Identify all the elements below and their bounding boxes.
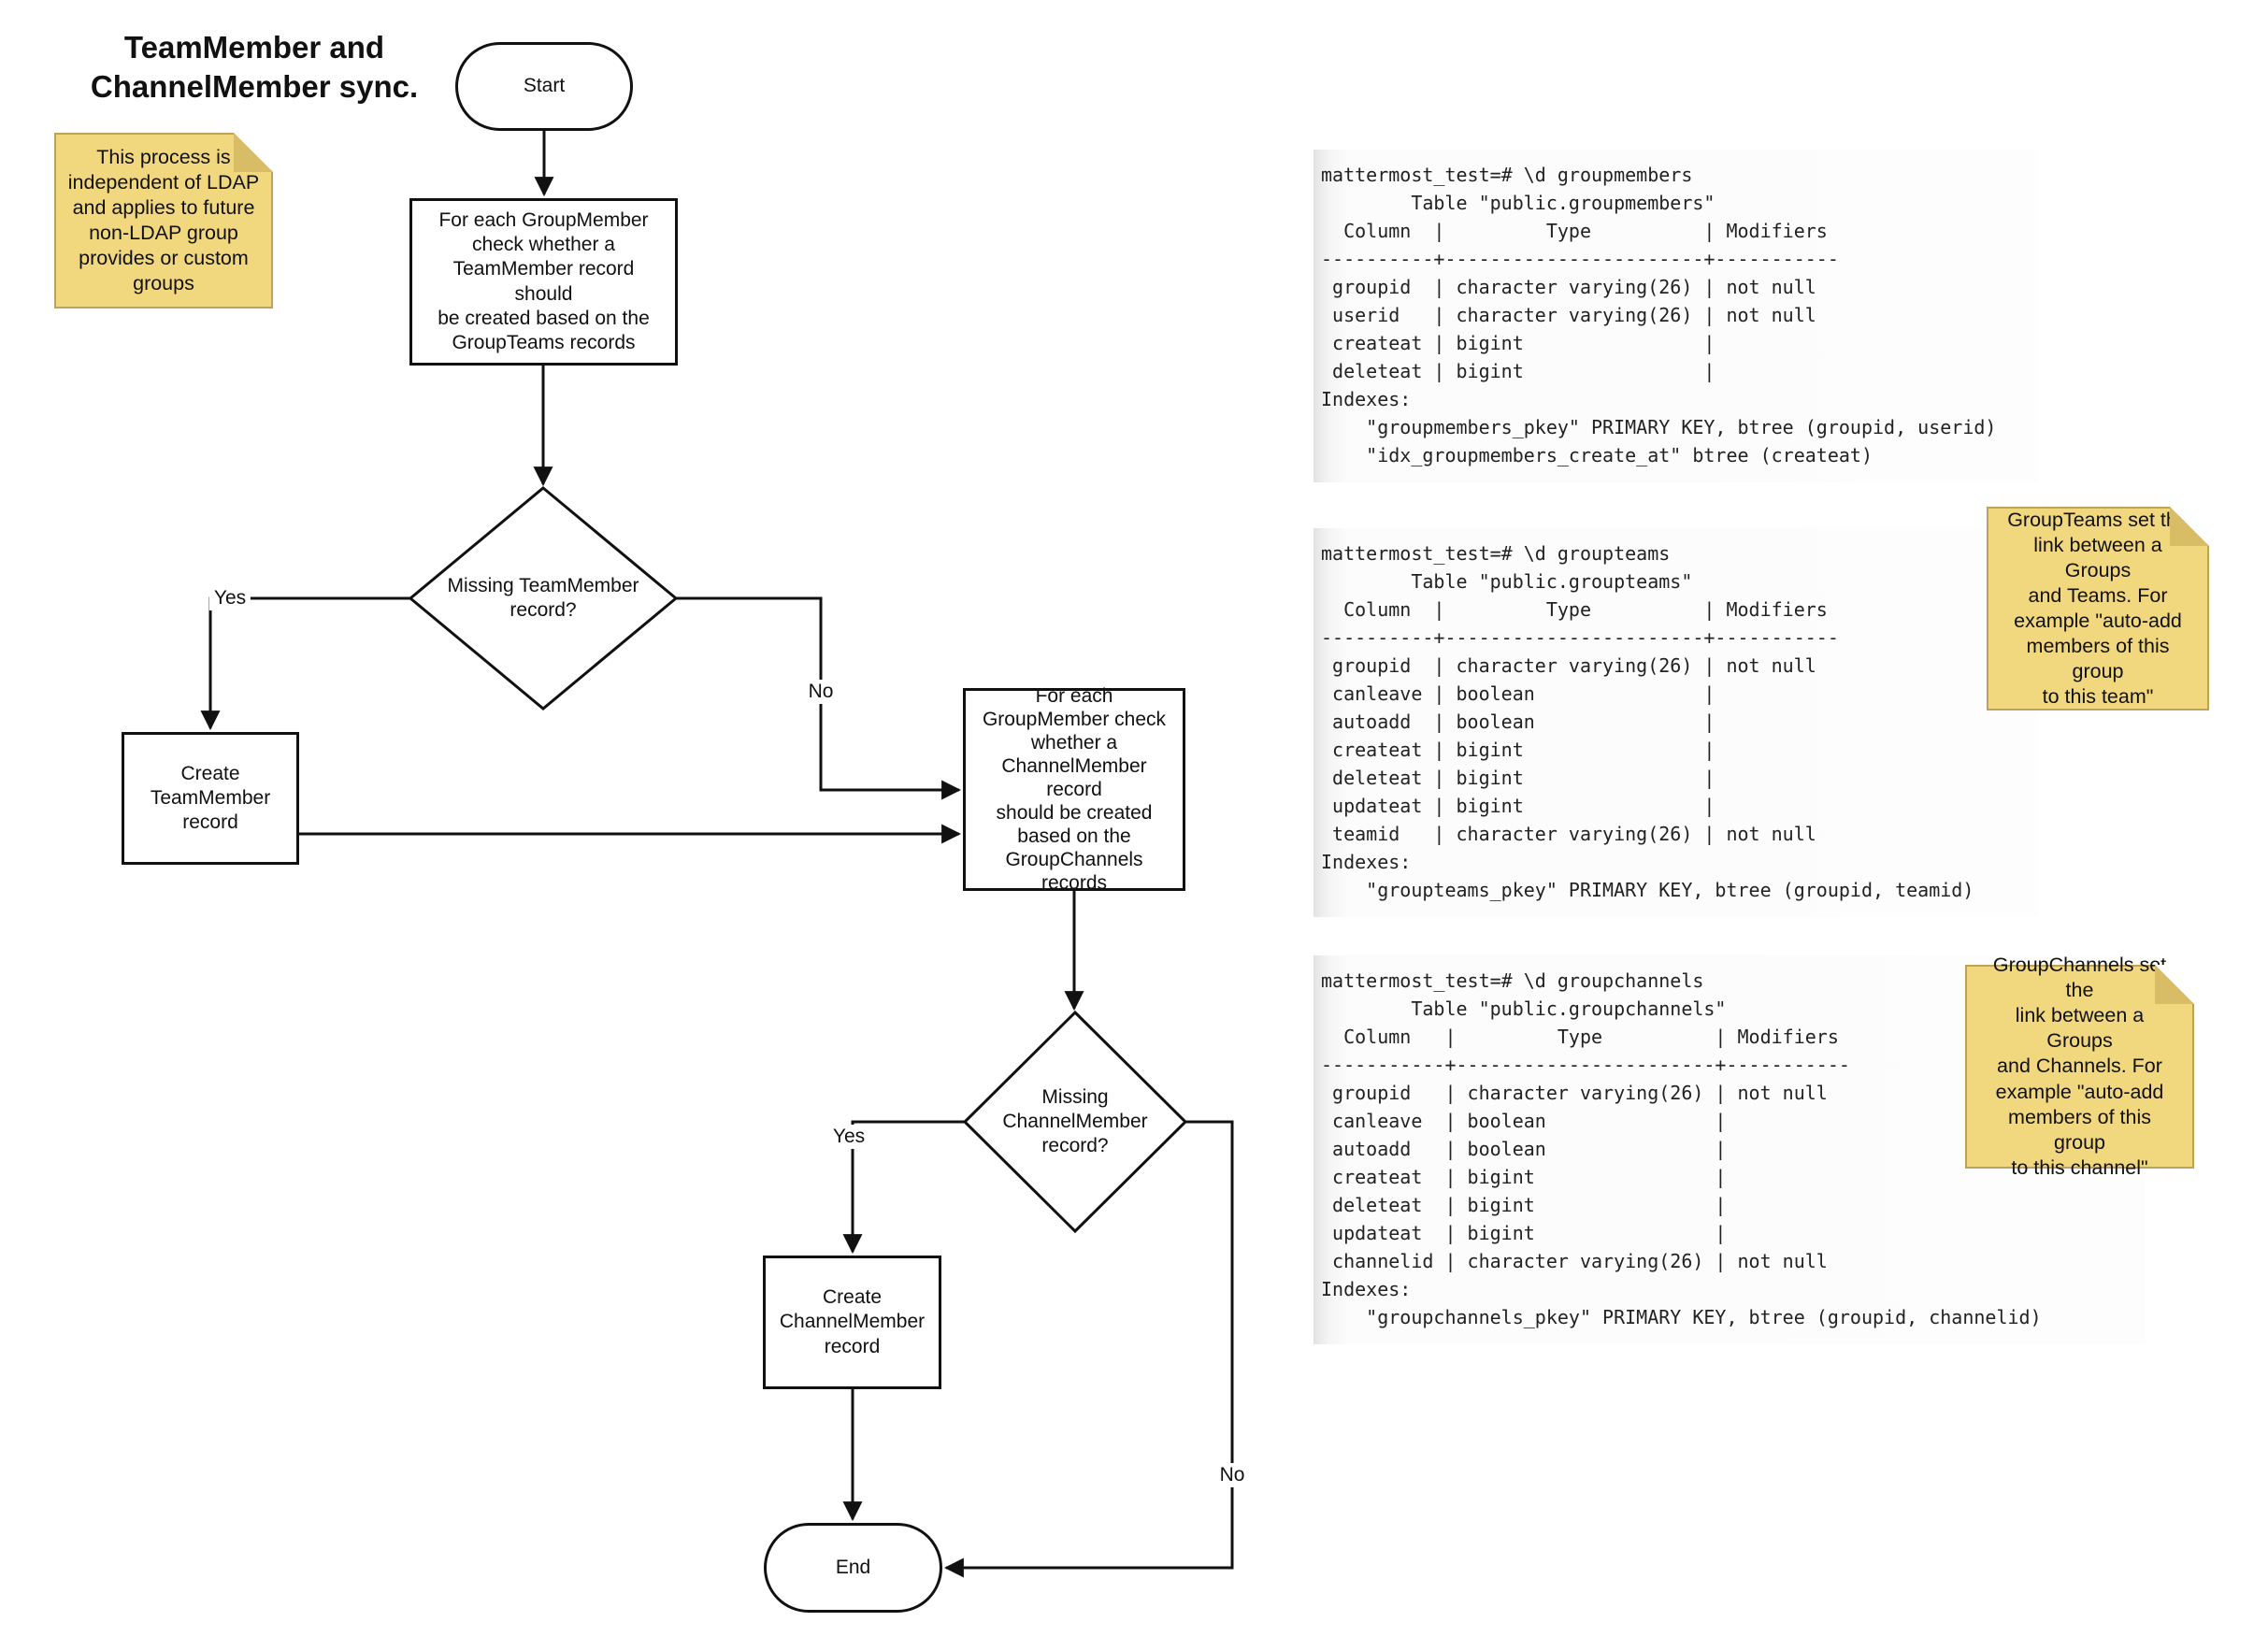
sticky-note-groupchannels: GroupChannels set the link between a Gro… xyxy=(1965,954,2194,1179)
edge-decision-team-yes xyxy=(200,596,410,731)
edge-decision-channel-no xyxy=(943,1120,1234,1578)
psql-output-groupteams: mattermost_test=# \d groupteams Table "p… xyxy=(1313,528,2038,917)
sticky-note-groupteams: GroupTeams set the link between a Groups… xyxy=(1987,507,2209,710)
decision-channel-diamond xyxy=(962,1010,1188,1234)
decision-missing-channelmember: Missing ChannelMember record? xyxy=(1002,1085,1148,1157)
sticky-note-ldap-text: This process is independent of LDAP and … xyxy=(67,145,260,295)
note-fold-icon xyxy=(234,133,273,172)
start-node: Start xyxy=(455,42,633,131)
end-node: End xyxy=(764,1523,942,1613)
psql-output-groupchannels-text: mattermost_test=# \d groupchannels Table… xyxy=(1321,969,2042,1328)
psql-output-groupmembers-text: mattermost_test=# \d groupmembers Table … xyxy=(1321,164,1997,466)
diagram-title: TeamMember and ChannelMember sync. xyxy=(90,30,419,105)
decision-team-diamond xyxy=(408,486,679,710)
edge-decision-channel-yes xyxy=(842,1120,965,1255)
note-fold-icon xyxy=(2170,507,2209,546)
psql-output-groupmembers: mattermost_test=# \d groupmembers Table … xyxy=(1313,150,2038,482)
edge-label-team-yes: Yes xyxy=(208,586,251,610)
process-create-teammember: Create TeamMember record xyxy=(122,732,299,865)
process-create-channelmember: Create ChannelMember record xyxy=(763,1256,941,1389)
edge-label-channel-no: No xyxy=(1214,1463,1250,1487)
edge-label-team-no: No xyxy=(803,680,839,704)
note-fold-icon xyxy=(2155,965,2194,1004)
edge-label-channel-yes: Yes xyxy=(827,1125,870,1149)
process-check-teammember: For each GroupMember check whether a Tea… xyxy=(409,198,678,366)
sticky-note-ldap: This process is independent of LDAP and … xyxy=(54,133,273,309)
sticky-note-groupteams-text: GroupTeams set the link between a Groups… xyxy=(2007,508,2189,709)
decision-missing-teammember: Missing TeamMember record? xyxy=(447,574,639,621)
process-check-channelmember: For each GroupMember check whether a Cha… xyxy=(963,685,1185,894)
sticky-note-groupchannels-text: GroupChannels set the link between a Gro… xyxy=(1992,954,2167,1179)
psql-output-groupteams-text: mattermost_test=# \d groupteams Table "p… xyxy=(1321,542,1974,901)
